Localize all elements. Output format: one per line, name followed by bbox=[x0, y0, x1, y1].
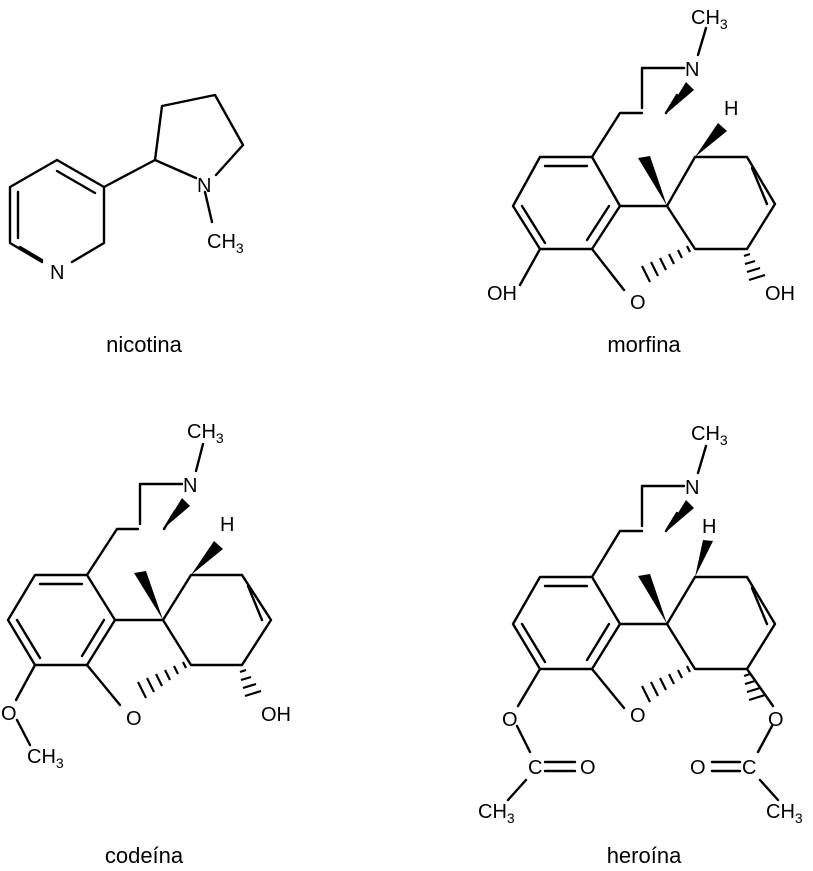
atom-c-left: C bbox=[528, 757, 542, 779]
atom-o: O bbox=[126, 708, 142, 730]
caption-codeina: codeína bbox=[105, 843, 184, 868]
atom-o-carbonyl-right: O bbox=[690, 757, 706, 779]
aromatic-ring bbox=[511, 575, 622, 671]
atom-o-methoxy: O bbox=[1, 703, 17, 725]
n-bonds bbox=[696, 26, 708, 57]
n-methyl-bond bbox=[203, 190, 214, 224]
structure-heroina: N CH3 H O O C O CH3 O C O CH3 bbox=[478, 423, 803, 826]
bridge-top bbox=[590, 66, 686, 159]
acetyl-bonds-right bbox=[710, 667, 780, 802]
atom-o-ester-right: O bbox=[768, 709, 784, 731]
hash-bond-oac bbox=[743, 672, 766, 702]
atom-n: N bbox=[685, 477, 699, 499]
wedge-bond-n bbox=[163, 498, 190, 529]
wedge-bond bbox=[638, 156, 667, 206]
atom-c-right: C bbox=[742, 757, 756, 779]
alkene-double bbox=[750, 586, 769, 626]
aromatic-double-bonds bbox=[15, 582, 106, 660]
hash-bond-oh bbox=[743, 252, 766, 282]
atom-o: O bbox=[630, 705, 646, 727]
atom-h: H bbox=[724, 98, 738, 120]
furan-bonds bbox=[590, 667, 626, 710]
furan-bonds bbox=[590, 247, 626, 292]
methyl-label: CH3 bbox=[187, 421, 224, 446]
atom-n: N bbox=[197, 175, 211, 197]
pyrrolidine-ring bbox=[153, 93, 245, 180]
methyl-label: CH3 bbox=[691, 423, 728, 448]
methoxy-bond bbox=[14, 663, 37, 747]
hydroxyl-label: OH bbox=[765, 283, 795, 305]
bridge-top bbox=[590, 484, 686, 579]
quaternary-bonds bbox=[113, 573, 273, 667]
quaternary-bonds bbox=[618, 155, 777, 251]
hydroxyl-label: OH bbox=[487, 283, 517, 305]
phenol-bond bbox=[518, 247, 542, 287]
n-bonds bbox=[696, 444, 708, 475]
alkene-double bbox=[750, 166, 769, 206]
methyl-label: CH3 bbox=[27, 746, 64, 771]
caption-heroina: heroína bbox=[607, 843, 682, 868]
methyl-label: CH3 bbox=[478, 801, 515, 826]
methyl-label: CH3 bbox=[766, 801, 803, 826]
hash-bond-oh bbox=[239, 668, 262, 698]
atom-o-ester-left: O bbox=[502, 709, 518, 731]
wedge-bond-h bbox=[191, 541, 223, 575]
caption-morfina: morfina bbox=[607, 332, 681, 357]
aromatic-double-bonds bbox=[520, 584, 611, 664]
n-bonds bbox=[194, 442, 205, 473]
aromatic-double-bonds bbox=[520, 164, 611, 245]
quaternary-bonds bbox=[618, 575, 777, 671]
structure-codeina: N CH3 H O OH O CH3 bbox=[1, 421, 291, 771]
caption-nicotina: nicotina bbox=[106, 332, 183, 357]
atom-h: H bbox=[220, 514, 234, 536]
atom-n: N bbox=[685, 59, 699, 81]
atom-n: N bbox=[183, 475, 197, 497]
atom-o: O bbox=[630, 292, 646, 314]
alkene-double bbox=[246, 584, 264, 622]
hash-bond-o bbox=[641, 665, 691, 703]
aromatic-ring bbox=[511, 155, 622, 251]
hash-bond-o bbox=[641, 245, 691, 283]
pyridine-double-bonds bbox=[16, 169, 97, 262]
structure-nicotina: N N CH3 bbox=[8, 93, 245, 284]
ring-connector-bond bbox=[102, 158, 157, 189]
wedge-bond bbox=[134, 571, 163, 620]
wedge-bond-h bbox=[695, 123, 727, 157]
wedge-bond bbox=[638, 574, 667, 624]
methyl-label: CH3 bbox=[207, 231, 244, 256]
bridge-top bbox=[85, 482, 184, 577]
atom-o-carbonyl-left: O bbox=[580, 757, 596, 779]
structure-morfina: N CH3 H O OH OH bbox=[487, 7, 795, 314]
wedge-bond-h bbox=[695, 540, 713, 577]
aromatic-ring bbox=[6, 573, 117, 667]
wedge-bond-n bbox=[667, 82, 694, 113]
methyl-label: CH3 bbox=[691, 7, 728, 32]
wedge-bond-n bbox=[667, 500, 694, 531]
hydroxyl-label: OH bbox=[261, 704, 291, 726]
hash-bond-o bbox=[137, 661, 187, 699]
furan-bonds bbox=[85, 663, 122, 707]
acetyl-bonds-left bbox=[506, 667, 577, 802]
atom-n-pyridine: N bbox=[50, 262, 64, 284]
atom-h: H bbox=[702, 516, 716, 538]
pyridine-ring bbox=[8, 158, 106, 264]
